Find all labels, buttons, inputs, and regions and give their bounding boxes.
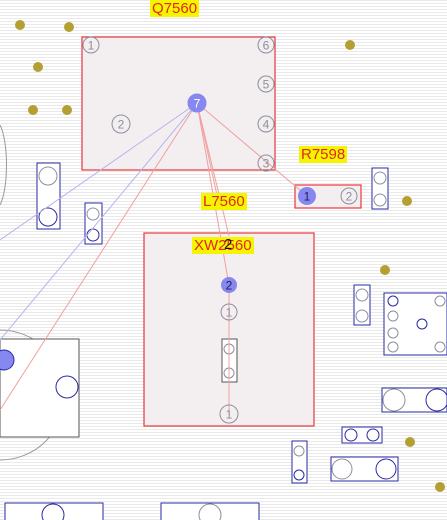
ref-label-xw2560: XW2560 — [192, 237, 254, 254]
r7598-pin-2[interactable]: 2 — [340, 187, 358, 205]
svg-text:7: 7 — [194, 97, 201, 111]
other-footprints — [0, 162, 447, 520]
svg-text:4: 4 — [263, 118, 270, 132]
svg-text:1: 1 — [88, 39, 95, 53]
xw2560-pin-1[interactable]: 1 — [219, 404, 239, 424]
q7560-pin-1[interactable]: 1 — [82, 36, 100, 54]
svg-text:2: 2 — [346, 190, 353, 204]
svg-text:2: 2 — [118, 118, 125, 132]
l7560-pin-2-overlay: 2 — [224, 236, 233, 253]
q7560-pin-7[interactable]: 7 — [187, 93, 207, 113]
q7560-pins[interactable]: 1 2 3 4 5 6 7 — [82, 36, 275, 172]
q7560-body[interactable] — [81, 36, 276, 171]
l7560-pin-2[interactable]: 2 — [221, 277, 237, 293]
vias — [15, 20, 445, 492]
l7560-pins[interactable]: 2 1 — [220, 277, 238, 321]
q7560-pin-5[interactable]: 5 — [257, 75, 275, 93]
component-q7560[interactable] — [81, 36, 276, 171]
ref-label-r7598: R7598 — [299, 146, 348, 163]
ratsnest-blue — [0, 102, 198, 341]
svg-text:1: 1 — [304, 190, 311, 204]
q7560-pin-2[interactable]: 2 — [111, 114, 131, 134]
r7598-pin-1[interactable]: 1 — [298, 187, 316, 205]
svg-text:5: 5 — [263, 78, 270, 92]
q7560-pin-4[interactable]: 4 — [257, 115, 275, 133]
q7560-pin-6[interactable]: 6 — [257, 36, 275, 54]
svg-text:3: 3 — [263, 157, 270, 171]
svg-text:2: 2 — [226, 279, 233, 293]
q7560-pin-3[interactable]: 3 — [257, 154, 275, 172]
l7560-pin-1[interactable]: 1 — [220, 303, 238, 321]
ref-label-l7560: L7560 — [201, 193, 247, 210]
svg-text:1: 1 — [226, 306, 233, 320]
svg-text:6: 6 — [263, 39, 270, 53]
ref-label-q7560: Q7560 — [150, 0, 200, 17]
svg-text:1: 1 — [226, 408, 233, 422]
r7598-pins[interactable]: 1 2 — [298, 187, 358, 205]
